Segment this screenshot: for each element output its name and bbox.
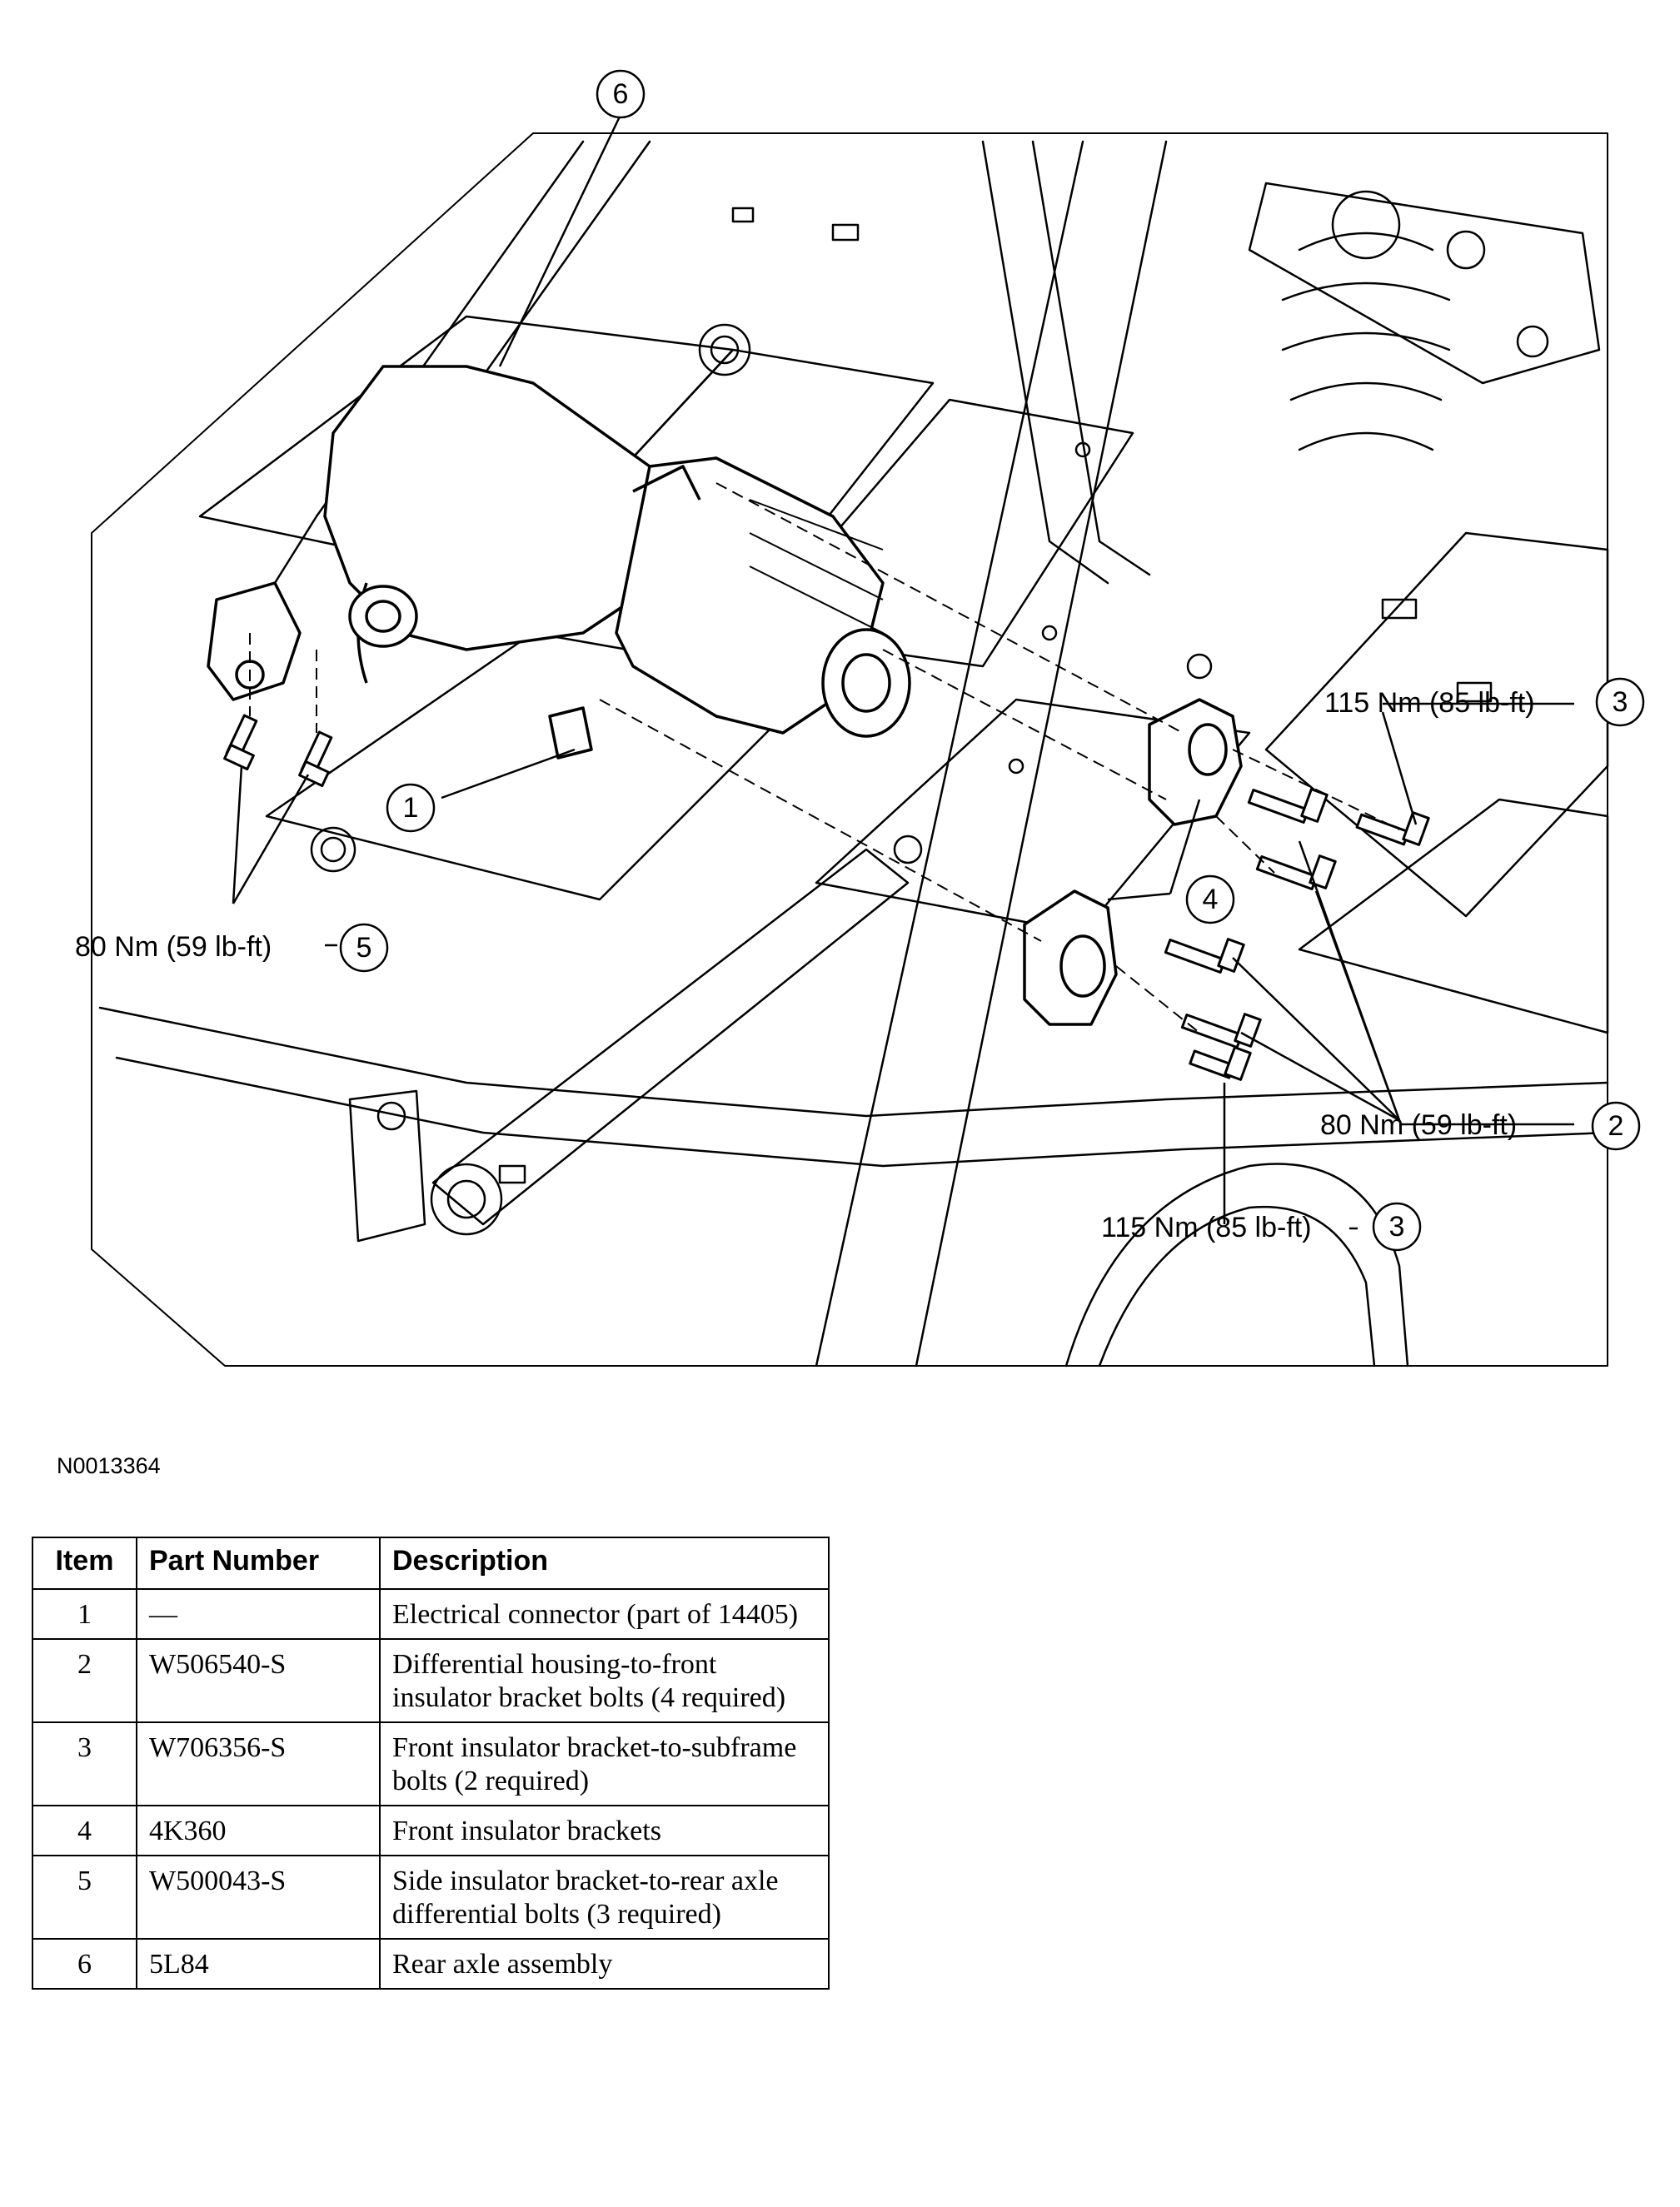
vehicle-underbody-illustration — [91, 132, 1609, 1368]
table-header-row: Item Part Number Description — [32, 1537, 830, 1590]
bolt-2c — [1164, 938, 1245, 974]
callout-5: 80 Nm (59 lb-ft) 5 — [75, 923, 389, 973]
svg-text:115 Nm (85 lb-ft): 115 Nm (85 lb-ft) — [1324, 687, 1535, 719]
cell-description: Front insulator bracket-to-subframe bolt… — [379, 1721, 830, 1806]
svg-text:5: 5 — [356, 932, 372, 964]
svg-text:2: 2 — [1608, 1110, 1624, 1142]
svg-text:3: 3 — [1389, 1211, 1405, 1243]
table-row: 6 5L84 Rear axle assembly — [32, 1938, 830, 1990]
cell-description: Electrical connector (part of 14405) — [379, 1588, 830, 1640]
cell-description: Rear axle assembly — [379, 1938, 830, 1990]
rear-axle-diagram: 6 1 80 Nm (59 lb-ft) 5 4 115 Nm (85 lb-f… — [75, 69, 1645, 1368]
cell-part-number: — — [136, 1588, 381, 1640]
cell-part-number: W500043-S — [136, 1855, 381, 1940]
cell-part-number: W706356-S — [136, 1721, 381, 1806]
bolt-2d — [1180, 1013, 1262, 1049]
cell-item: 6 — [32, 1938, 137, 1990]
cell-description: Differential housing-to-front insulator … — [379, 1638, 830, 1723]
header-item: Item — [32, 1537, 137, 1590]
callout-1: 1 — [386, 783, 436, 833]
callout-4: 4 — [1185, 874, 1235, 924]
cell-description: Front insulator brackets — [379, 1805, 830, 1856]
bolt-2b — [1255, 854, 1337, 890]
table-row: 5 W500043-S Side insulator bracket-to-re… — [32, 1855, 830, 1940]
callout-3-lower: 115 Nm (85 lb-ft) 3 — [1101, 1202, 1422, 1252]
table-row: 2 W506540-S Differential housing-to-fron… — [32, 1638, 830, 1723]
cell-description: Side insulator bracket-to-rear axle diff… — [379, 1855, 830, 1940]
alignment-lines — [249, 482, 1400, 1034]
figure-id: N0013364 — [57, 1453, 161, 1478]
svg-text:1: 1 — [403, 792, 419, 824]
cell-part-number: W506540-S — [136, 1638, 381, 1723]
bolt-5a — [223, 714, 258, 770]
svg-text:6: 6 — [613, 78, 629, 110]
table-row: 1 — Electrical connector (part of 14405) — [32, 1588, 830, 1640]
cell-item: 1 — [32, 1588, 137, 1640]
bolt-3b — [1189, 1046, 1252, 1081]
callout-2: 80 Nm (59 lb-ft) 2 — [1320, 1101, 1641, 1151]
cell-item: 4 — [32, 1805, 137, 1856]
svg-text:3: 3 — [1613, 686, 1628, 718]
cell-item: 5 — [32, 1855, 137, 1940]
table-row: 3 W706356-S Front insulator bracket-to-s… — [32, 1721, 830, 1806]
svg-text:4: 4 — [1203, 884, 1219, 915]
table-row: 4 4K360 Front insulator brackets — [32, 1805, 830, 1856]
rear-axle-assembly — [207, 365, 911, 760]
svg-text:115 Nm (85 lb-ft): 115 Nm (85 lb-ft) — [1101, 1212, 1312, 1243]
bolt-5b — [298, 730, 333, 787]
callout-6: 6 — [596, 69, 646, 119]
parts-table: Item Part Number Description 1 — Electri… — [32, 1537, 830, 1990]
bolts — [223, 714, 1430, 1081]
cell-part-number: 4K360 — [136, 1805, 381, 1856]
svg-text:80 Nm (59 lb-ft): 80 Nm (59 lb-ft) — [1320, 1109, 1517, 1141]
header-description: Description — [379, 1537, 830, 1590]
cell-item: 3 — [32, 1721, 137, 1806]
bolt-2a — [1247, 788, 1329, 824]
callout-3-upper: 115 Nm (85 lb-ft) 3 — [1324, 677, 1645, 727]
svg-text:80 Nm (59 lb-ft): 80 Nm (59 lb-ft) — [75, 931, 272, 963]
leader-lines — [232, 114, 1574, 1230]
cell-item: 2 — [32, 1638, 137, 1723]
cell-part-number: 5L84 — [136, 1938, 381, 1990]
front-insulator-brackets — [1023, 698, 1243, 1026]
bolt-3a — [1355, 811, 1430, 846]
header-part-number: Part Number — [136, 1537, 381, 1590]
